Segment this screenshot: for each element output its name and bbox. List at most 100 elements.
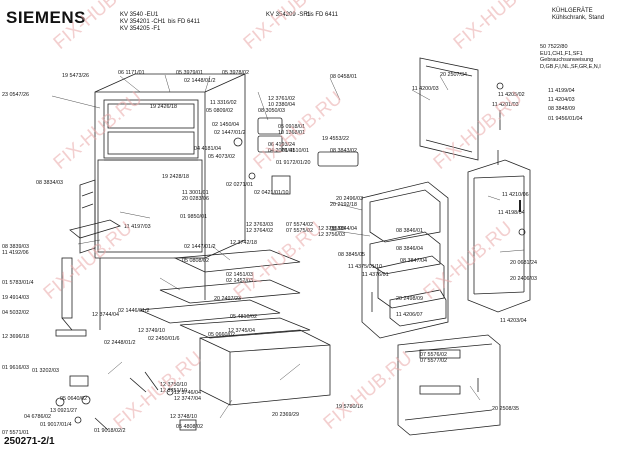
part-number-label: 01 9017/01/4 [40, 422, 71, 428]
part-number-label: 08 3839/03 [2, 244, 29, 250]
part-number-label: 12 3696/18 [2, 334, 29, 340]
doc-block: 50 7522/80 EU1,CH1,F1,SF1 Gebrauchsanwei… [540, 44, 601, 70]
part-number-label: 12 3747/04 [174, 396, 201, 402]
part-number-label: 11 4206/07 [396, 312, 423, 318]
part-number-label: 11 4204/03 [548, 97, 575, 103]
category-block: KÜHLGERÄTE Kühlschrank, Stand [552, 8, 604, 22]
part-number-label: 04 6786/02 [24, 414, 51, 420]
part-number-label: 20 2496/03 [336, 196, 363, 202]
outer-door [467, 159, 531, 313]
model-line: KV 3540 -EU1 [120, 12, 159, 18]
part-number-label: 11 4203/04 [500, 318, 527, 324]
part-number-label: 10 1368/01 [278, 130, 305, 136]
model-line: KV 354205 -F1 [120, 26, 161, 32]
part-number-label: 08 3847/04 [400, 258, 427, 264]
part-number-label: 08 3834/03 [36, 180, 63, 186]
part-number-label: 23 0547/26 [2, 92, 29, 98]
part-number-label: 12 3749/10 [138, 328, 165, 334]
part-number-label: 12 3742/18 [230, 240, 257, 246]
freezer-door [419, 57, 479, 161]
part-number-label: 07 5574/02 [286, 222, 313, 228]
part-number-label: 20 2406/03 [510, 276, 537, 282]
part-number-label: 02 0421/01/10 [254, 190, 288, 196]
watermark-text: FIX-HUB.RU [40, 218, 137, 304]
part-number-label: 12 3746/04 [174, 390, 201, 396]
part-number-label: 07 5575/02 [286, 228, 313, 234]
freezer-compartment [103, 99, 199, 159]
part-number-label: 12 3750/10 [160, 382, 187, 388]
part-number-label: 08 3846/01 [396, 228, 423, 234]
part-number-label: 01 9172/01/20 [276, 160, 310, 166]
part-number-label: 11 3001/01 [182, 190, 209, 196]
part-number-label: 20 2497/23 [214, 296, 241, 302]
model-bis: bis FD 6411 [168, 19, 200, 25]
model-line-2: KV 354209 -SF1 [266, 12, 311, 18]
part-number-label: 11 4205/02 [498, 92, 525, 98]
part-number-label: 02 0271/01 [226, 182, 253, 188]
part-number-label: 02 2448/01/2 [104, 340, 135, 346]
part-number-label: 11 4192/06 [2, 250, 29, 256]
doc-line: 50 7522/80 [540, 44, 568, 50]
part-number-label: 02 1448/01/2 [184, 78, 215, 84]
part-number-label: 12 3756/03 [318, 232, 345, 238]
part-number-label: 10 2380/04 [268, 102, 295, 108]
part-number-label: 02 1446/01/2 [118, 308, 149, 314]
part-number-label: 12 3748/10 [170, 414, 197, 420]
part-number-label: 05 4073/02 [208, 154, 235, 160]
part-number-label: 05 0660/02 [208, 332, 235, 338]
part-number-label: 08 3845/05 [338, 252, 365, 258]
part-number-label: 05 0640/02 [60, 396, 87, 402]
part-number-label: 05 4810/02 [230, 314, 257, 320]
part-number-label: 04 2076/01 [268, 148, 295, 154]
doc-line: EU1,CH1,F1,SF1 [540, 50, 583, 57]
glass-shelf [79, 179, 96, 254]
part-number-label: 02 1447/01/2 [214, 130, 245, 136]
doc-line: D,GB,F,I,NL,SF,GR,E,N,I [540, 63, 601, 70]
part-number-label: 12 3745/04 [228, 328, 255, 334]
cabinet-outline [94, 73, 246, 259]
part-number-label: 08 3050/03 [258, 108, 285, 114]
part-number-label: 11 4210/06 [502, 192, 529, 198]
part-number-label: 12 3755/03 [318, 226, 345, 232]
part-number-label: 19 4553/22 [322, 136, 349, 142]
part-number-label: 13 0921/27 [50, 408, 77, 414]
part-number-label: 12 3763/03 [246, 222, 273, 228]
part-number-label: 12 3764/02 [246, 228, 273, 234]
part-number-label: 06 1171/01 [118, 70, 145, 76]
part-number-label: 02 1451/03 [226, 272, 253, 278]
part-number-label: 01 9616/03 [2, 365, 29, 371]
part-number-label: 12 3761/02 [268, 96, 295, 102]
part-number-label: 19 2426/18 [150, 104, 177, 110]
part-number-label: 07 5576/02 [420, 352, 447, 358]
part-number-label: 05 0918/01 [278, 124, 305, 130]
model-list: KV 3540 -EU1 KV 354201 -CH1 KV 354205 -F… [120, 12, 165, 33]
part-number-label: 07 5571/01 [2, 430, 29, 436]
part-number-label: 05 3978/02 [222, 70, 249, 76]
category-line: Kühlschrank, Stand [552, 15, 605, 21]
part-number-label: 04 4181/04 [194, 146, 221, 152]
part-number-label: 02 1447/01/2 [184, 244, 215, 250]
part-number-label: 20 2192/18 [330, 202, 357, 208]
watermark-text: FIX-HUB.RU [240, 0, 337, 54]
part-number-label: 12 3744/04 [92, 312, 119, 318]
door-liner [361, 181, 449, 339]
part-number-label: 05 3979/01 [176, 70, 203, 76]
part-number-label: 05 0809/02 [206, 108, 233, 114]
part-number-label: 06 4193/24 [268, 142, 295, 148]
part-number-label: 11 4199/04 [548, 88, 575, 94]
part-number-label: 01 9456/01/04 [548, 116, 582, 122]
part-number-label: 11 3316/02 [210, 100, 237, 106]
part-number-label: 01 5783/01/4 [2, 280, 33, 286]
watermark-text: FIX-HUB.RU [450, 0, 547, 54]
part-number-label: 11 4376/01 [362, 272, 389, 278]
page-reference: 250271-2/1 [4, 436, 55, 447]
watermark-text: FIX-HUB.RU [320, 348, 417, 434]
watermark-text: FIX-HUB.RU [50, 0, 147, 54]
part-number-label: 11 4198/04 [498, 210, 525, 216]
doc-line: Gebrauchsanweisung [540, 57, 594, 63]
part-number-label: 19 4914/03 [2, 295, 29, 301]
watermark-text: FIX-HUB.RU [230, 218, 327, 304]
part-number-label: 05 0808/02 [182, 258, 209, 264]
part-number-label: 01 3202/03 [32, 368, 59, 374]
part-number-label: 20 2508/35 [492, 406, 519, 412]
